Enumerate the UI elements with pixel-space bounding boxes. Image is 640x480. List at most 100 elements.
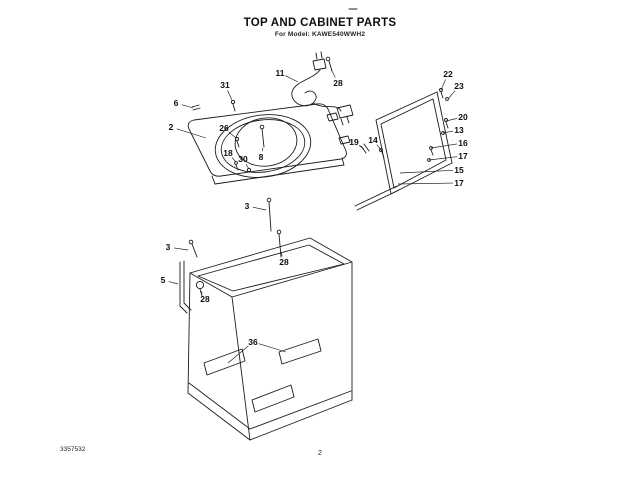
- callout-label: 31: [220, 80, 230, 90]
- rear-panel-outer: [375, 91, 453, 195]
- leader-line: [399, 169, 454, 174]
- screw-28-top: [325, 56, 331, 62]
- callout-label: 14: [368, 135, 378, 145]
- callout-label: 28: [200, 294, 210, 304]
- vent-slot-left: [203, 348, 246, 376]
- screw-3-top-head: [266, 197, 272, 203]
- harness-cable-tail: [312, 102, 342, 112]
- leader-line: [227, 90, 233, 101]
- cabinet-base-flange: [188, 382, 352, 430]
- leader-line: [440, 79, 446, 91]
- leader-line: [258, 343, 287, 353]
- top-panel-outline: [187, 103, 347, 177]
- wire-harness: [291, 51, 354, 126]
- leader-line: [376, 144, 383, 152]
- cabinet-edge-left: [187, 272, 191, 394]
- callout-label: 28: [333, 78, 343, 88]
- screw-31: [230, 99, 236, 105]
- top-panel: [187, 103, 351, 185]
- callout-label: 13: [454, 125, 464, 135]
- leader-line: [261, 147, 264, 152]
- leader-line: [442, 130, 454, 134]
- screw-23: [445, 97, 449, 101]
- page-title: TOP AND CABINET PARTS: [243, 17, 397, 29]
- leader-line: [428, 156, 458, 161]
- panel-screw-shaft: [381, 151, 385, 159]
- callout-label: 11: [276, 68, 285, 78]
- harness-cable-loop: [291, 69, 321, 107]
- model-subtitle: For Model: KAWE540WWH2: [274, 31, 366, 38]
- fasteners: [188, 56, 449, 258]
- leader-line: [330, 68, 336, 78]
- callout-label: 15: [454, 165, 464, 175]
- cabinet-body: [187, 237, 353, 441]
- leader-line: [285, 75, 299, 83]
- harness-connector: [336, 104, 354, 126]
- page-number: 2: [318, 450, 322, 457]
- callout-label: 23: [454, 81, 464, 91]
- leader-line: [168, 281, 179, 285]
- leader-line: [173, 247, 189, 251]
- callout-label: 3: [166, 242, 171, 252]
- callout-label: 18: [223, 148, 233, 158]
- screw-16-shaft: [430, 149, 434, 156]
- screw-20: [444, 118, 448, 122]
- callout-label: 3: [245, 201, 250, 211]
- screw-22: [439, 88, 443, 92]
- hinge-bracket-upper: [326, 112, 339, 122]
- screw-20-shaft: [445, 121, 449, 129]
- console-rear-panel: [354, 91, 453, 211]
- cabinet-rim-inner: [197, 244, 345, 292]
- callout-label: 20: [458, 112, 468, 122]
- bolt-8-head: [259, 124, 265, 130]
- leader-line: [227, 345, 249, 364]
- cabinet-rim-outer: [189, 237, 353, 298]
- trim-strip-inner: [183, 260, 192, 311]
- leader-line: [231, 157, 237, 163]
- vent-slot-right: [278, 338, 322, 365]
- corner-trim: [179, 260, 205, 314]
- vent-slot-lower: [251, 384, 295, 413]
- leader-line: [447, 90, 456, 100]
- harness-plug: [312, 51, 327, 71]
- top-panel-thickness: [211, 157, 345, 185]
- clip-28-ring: [195, 280, 205, 290]
- panel-clip: [360, 143, 370, 154]
- trim-strip-outer: [179, 261, 188, 314]
- bottom-trim-strip: [354, 185, 400, 211]
- screw-18: [234, 161, 238, 165]
- callout-label: 8: [259, 152, 264, 162]
- screw-28-mid-head: [276, 229, 282, 235]
- callout-label: 16: [458, 138, 468, 148]
- screw-31-shaft: [232, 103, 236, 112]
- callout-label: 19: [349, 137, 359, 147]
- leader-line: [176, 128, 207, 139]
- leader-line: [280, 251, 283, 257]
- clip-28-tail: [199, 288, 203, 297]
- screw-26-shaft: [236, 140, 240, 148]
- leader-line: [397, 182, 454, 185]
- cabinet-edge-front: [231, 296, 251, 441]
- lid-opening-outer: [214, 114, 312, 178]
- leader-line: [200, 290, 203, 294]
- callout-label: 36: [248, 337, 258, 347]
- rear-panel-inner: [380, 98, 447, 189]
- bolt-8-shaft: [261, 128, 265, 148]
- callout-label: 28: [279, 257, 289, 267]
- screw-3-top-shaft: [268, 201, 272, 232]
- callout-label: 22: [443, 69, 453, 79]
- leader-line: [358, 145, 365, 150]
- callout-label: 17: [458, 151, 468, 161]
- leader-line: [228, 131, 237, 139]
- leader-line: [245, 163, 250, 170]
- screw-18-shaft: [235, 164, 239, 171]
- screw-3-left-shaft: [191, 243, 198, 258]
- lid-recess: [234, 117, 298, 167]
- callout-label: 5: [161, 275, 166, 285]
- leader-line: [252, 206, 267, 211]
- panel-screw-head: [379, 148, 383, 152]
- cabinet-bottom: [187, 392, 353, 441]
